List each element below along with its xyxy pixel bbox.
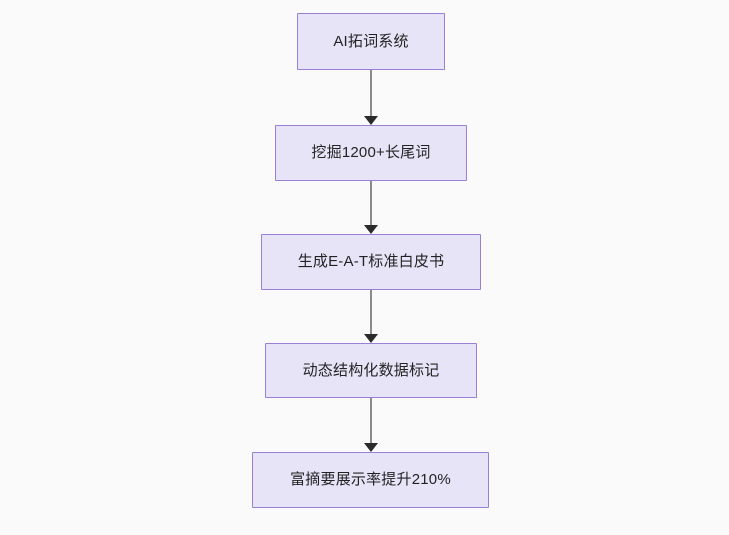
flow-edge-4-to-5 [360, 398, 382, 452]
flow-edge-2-to-3 [360, 181, 382, 234]
edge-line [370, 290, 372, 335]
flow-node-rich-snippet-result[interactable]: 富摘要展示率提升210% [252, 452, 489, 508]
arrowhead-down-icon [364, 334, 378, 343]
edge-line [370, 181, 372, 226]
flow-node-structured-data-markup[interactable]: 动态结构化数据标记 [265, 343, 477, 398]
flow-node-label: 富摘要展示率提升210% [290, 471, 451, 488]
edge-line [370, 70, 372, 117]
flow-node-longtail-keywords[interactable]: 挖掘1200+长尾词 [275, 125, 467, 181]
flow-node-label: 动态结构化数据标记 [302, 361, 440, 379]
flow-node-ai-keyword-system[interactable]: AI拓词系统 [297, 13, 445, 70]
arrowhead-down-icon [364, 225, 378, 234]
flow-node-label: AI拓词系统 [333, 32, 409, 50]
flow-edge-3-to-4 [360, 290, 382, 343]
flow-node-eat-whitepaper[interactable]: 生成E-A-T标准白皮书 [261, 234, 481, 290]
flow-edge-1-to-2 [360, 70, 382, 125]
flow-node-label: 挖掘1200+长尾词 [311, 144, 431, 161]
arrowhead-down-icon [364, 116, 378, 125]
flow-node-label: 生成E-A-T标准白皮书 [297, 253, 445, 270]
edge-line [370, 398, 372, 444]
arrowhead-down-icon [364, 443, 378, 452]
